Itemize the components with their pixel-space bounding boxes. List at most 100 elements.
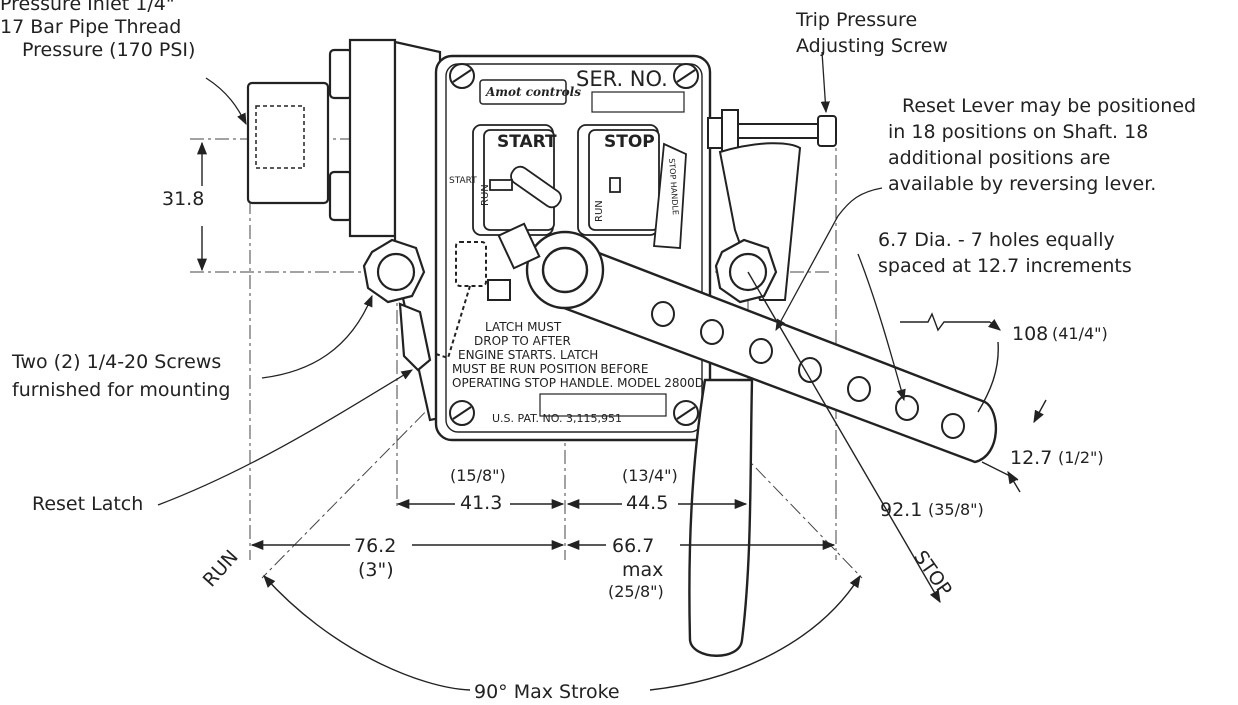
plate-patent: U.S. PAT. NO. 3,115,951 (492, 412, 622, 425)
plate-latch-2: DROP TO AFTER (474, 334, 571, 348)
trip-screw-head (817, 115, 837, 147)
bolt-right (714, 238, 778, 304)
dim-12-7-top (1033, 399, 1047, 424)
leader-reset-latch (157, 369, 413, 506)
dim-text-41-3: 41.3 (460, 492, 503, 514)
reset-latch-part (435, 222, 541, 360)
dim-text-44-5: 44.5 (626, 492, 669, 514)
inlet-port-hidden (255, 105, 305, 169)
label-screws-2: furnished for mounting (12, 379, 231, 401)
dim-text-108-in: (41/4") (1052, 324, 1108, 343)
label-reset-lever-2: in 18 positions on Shaft. 18 (888, 121, 1149, 143)
plate-start: START (497, 132, 557, 152)
dim-text-41-3-in: (15/8") (450, 466, 506, 485)
inlet-flange (348, 38, 397, 238)
lever-hole-2 (700, 319, 724, 345)
mounting-bolts (362, 238, 778, 372)
latch-hidden-outline (455, 241, 487, 287)
label-max-stroke: 90° Max Stroke (474, 681, 620, 703)
dim-text-108: 108 (1012, 323, 1049, 345)
dim-text-44-5-in: (13/4") (622, 466, 678, 485)
dim-text-31-8: 31.8 (162, 188, 205, 210)
dim-text-12-7: 12.7 (1010, 447, 1053, 469)
dim-text-92-1-in: (35/8") (928, 500, 984, 519)
plate-start-small: START (449, 176, 477, 186)
lever-hole-7 (941, 413, 965, 439)
dimension-lines (250, 271, 1047, 691)
dim-108-arc (977, 341, 999, 413)
dim-text-66-7: 66.7 (612, 535, 655, 557)
trip-screw (707, 109, 837, 157)
trip-screw-shaft (737, 123, 823, 139)
dim-text-92-1: 92.1 (880, 499, 923, 521)
plate-latch-1: LATCH MUST (485, 320, 562, 334)
dim-text-66-7-max: max (622, 559, 664, 581)
hub-inner (541, 246, 589, 294)
latch-block (497, 222, 541, 270)
label-inlet-3: Pressure (170 PSI) (22, 39, 196, 61)
stroke-arc-right (649, 574, 861, 691)
right-arm (718, 142, 802, 301)
leader-screws (261, 294, 373, 379)
dim-12-7-bottom (1007, 470, 1021, 493)
lever-hole-5 (847, 376, 871, 402)
stop-handle-plate (653, 142, 687, 249)
label-reset-latch: Reset Latch (32, 493, 144, 515)
label-reset-lever-4: available by reversing lever. (888, 173, 1157, 195)
inlet-fitting (246, 38, 442, 422)
plate-stop: STOP (604, 132, 655, 152)
logo-box (479, 79, 567, 105)
start-knob (489, 179, 513, 191)
lever-hole-1 (651, 301, 675, 327)
inlet-nut-bottom (328, 170, 354, 222)
inlet-body (246, 81, 330, 205)
label-screws-1: Two (2) 1/4-20 Screws (12, 351, 222, 373)
lever-hole-6 (895, 395, 919, 421)
stroke-arc-left (263, 575, 471, 691)
stop-window (588, 129, 660, 231)
label-holes-2: spaced at 12.7 increments (878, 255, 1132, 277)
shaft-hub (525, 230, 605, 310)
plate-inner (445, 63, 703, 433)
plate-logo: Amot controls (486, 85, 581, 99)
dim-12-7-ext (981, 461, 1019, 481)
start-slider (510, 165, 562, 209)
leader-lines (157, 51, 906, 506)
stop-handle-lower (688, 378, 754, 657)
label-reset-lever-3: additional positions are (888, 147, 1111, 169)
dim-92-1-line (747, 271, 905, 541)
label-trip-1: Trip Pressure (796, 9, 918, 31)
plate-latch-5: OPERATING STOP HANDLE. MODEL 2800D (452, 376, 705, 390)
centerline-run-diagonal (261, 269, 566, 579)
label-holes-1: 6.7 Dia. - 7 holes equally (878, 229, 1115, 251)
dim-text-12-7-in: (1/2") (1058, 448, 1104, 467)
plate-run-small-1: RUN (480, 184, 491, 206)
leader-trip (820, 51, 830, 114)
latch-square (487, 279, 511, 301)
stop-knob (609, 177, 621, 193)
dim-text-76-2: 76.2 (354, 535, 397, 557)
plate-ser-no: SER. NO. (576, 67, 668, 91)
dim-text-76-2-in: (3") (358, 559, 394, 581)
lever-hole-3 (749, 338, 773, 364)
label-inlet-2: 17 Bar Pipe Thread (0, 16, 182, 38)
label-trip-2: Adjusting Screw (796, 35, 948, 57)
leader-inlet (205, 77, 247, 126)
inlet-nut-top (328, 48, 354, 100)
serial-box (591, 91, 685, 113)
plate-latch-4: MUST BE RUN POSITION BEFORE (452, 362, 649, 376)
label-reset-lever-1: Reset Lever may be positioned (902, 95, 1197, 117)
bolt-left (362, 238, 426, 304)
lever-hole-4 (798, 357, 822, 383)
leader-reset-lever (775, 187, 883, 332)
label-inlet-1: Pressure Inlet 1/4" (0, 0, 175, 15)
plate-latch-3: ENGINE STARTS. LATCH (458, 348, 599, 362)
plate-run-small-2: RUN (594, 200, 605, 222)
leader-holes (857, 253, 906, 402)
reset-lever (546, 236, 997, 464)
latch-tail (398, 302, 432, 372)
dim-108-break (900, 312, 990, 332)
patent-blank-box (539, 393, 667, 417)
